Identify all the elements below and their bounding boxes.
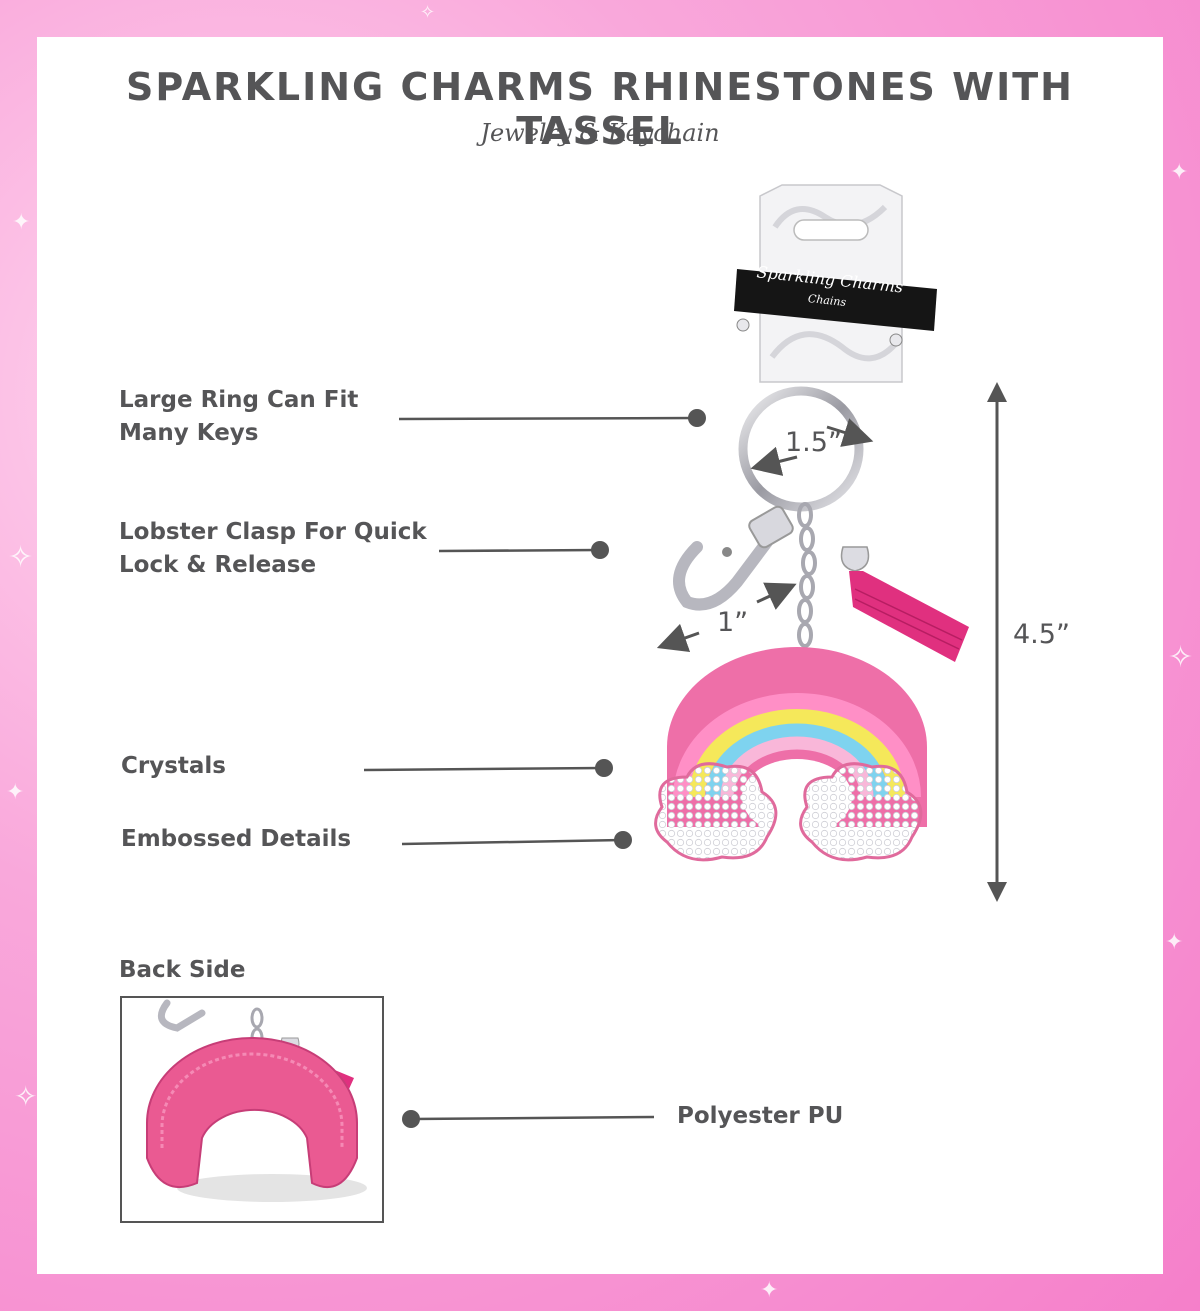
sparkle-icon: ✦ [1165, 930, 1184, 955]
material-callout: Polyester PU [677, 1103, 844, 1129]
crystals-callout: Crystals [121, 753, 226, 779]
sparkle-icon: ✧ [8, 540, 34, 575]
clasp-callout-line-1: Lobster Clasp For Quick [119, 519, 427, 545]
ring-callout-line-2: Many Keys [119, 420, 259, 446]
back-side-illustration [146, 999, 367, 1202]
callout-dots [402, 409, 706, 1128]
sparkle-icon: ✦ [1170, 160, 1189, 185]
height-dimension: 4.5” [1013, 619, 1070, 650]
ring-dimension: 1.5” [785, 427, 842, 458]
chain [797, 502, 817, 648]
sparkle-icon: ✧ [420, 2, 436, 23]
tassel [840, 546, 969, 662]
clasp-callout: Lobster Clasp For Quick Lock & Release [119, 516, 427, 582]
page-title: SPARKLING CHARMS RHINESTONES WITH TASSEL [126, 65, 1074, 153]
sparkle-icon: ✧ [1168, 640, 1194, 675]
sparkle-icon: ✧ [14, 1080, 38, 1113]
sparkle-icon: ✦ [760, 1278, 779, 1303]
back-side-label: Back Side [119, 957, 246, 983]
sparkle-icon: ✦ [6, 780, 25, 805]
keychain-illustration [363, 184, 1007, 1128]
lobster-clasp [673, 505, 794, 611]
sparkle-icon: ✦ [12, 210, 31, 235]
display-card [734, 184, 937, 383]
ring-callout-line-1: Large Ring Can Fit [119, 387, 359, 413]
rainbow-charm [654, 647, 927, 862]
embossed-callout: Embossed Details [121, 826, 352, 852]
callout-lines [363, 416, 698, 1121]
chain-dimension: 1” [717, 607, 749, 638]
ring-callout: Large Ring Can Fit Many Keys [119, 384, 358, 450]
clasp-callout-line-2: Lock & Release [119, 552, 317, 578]
page-subtitle: Jewelry & Keychain [480, 119, 720, 147]
back-side-image [120, 996, 384, 1223]
product-panel: SPARKLING CHARMS RHINESTONES WITH TASSEL… [37, 37, 1163, 1274]
